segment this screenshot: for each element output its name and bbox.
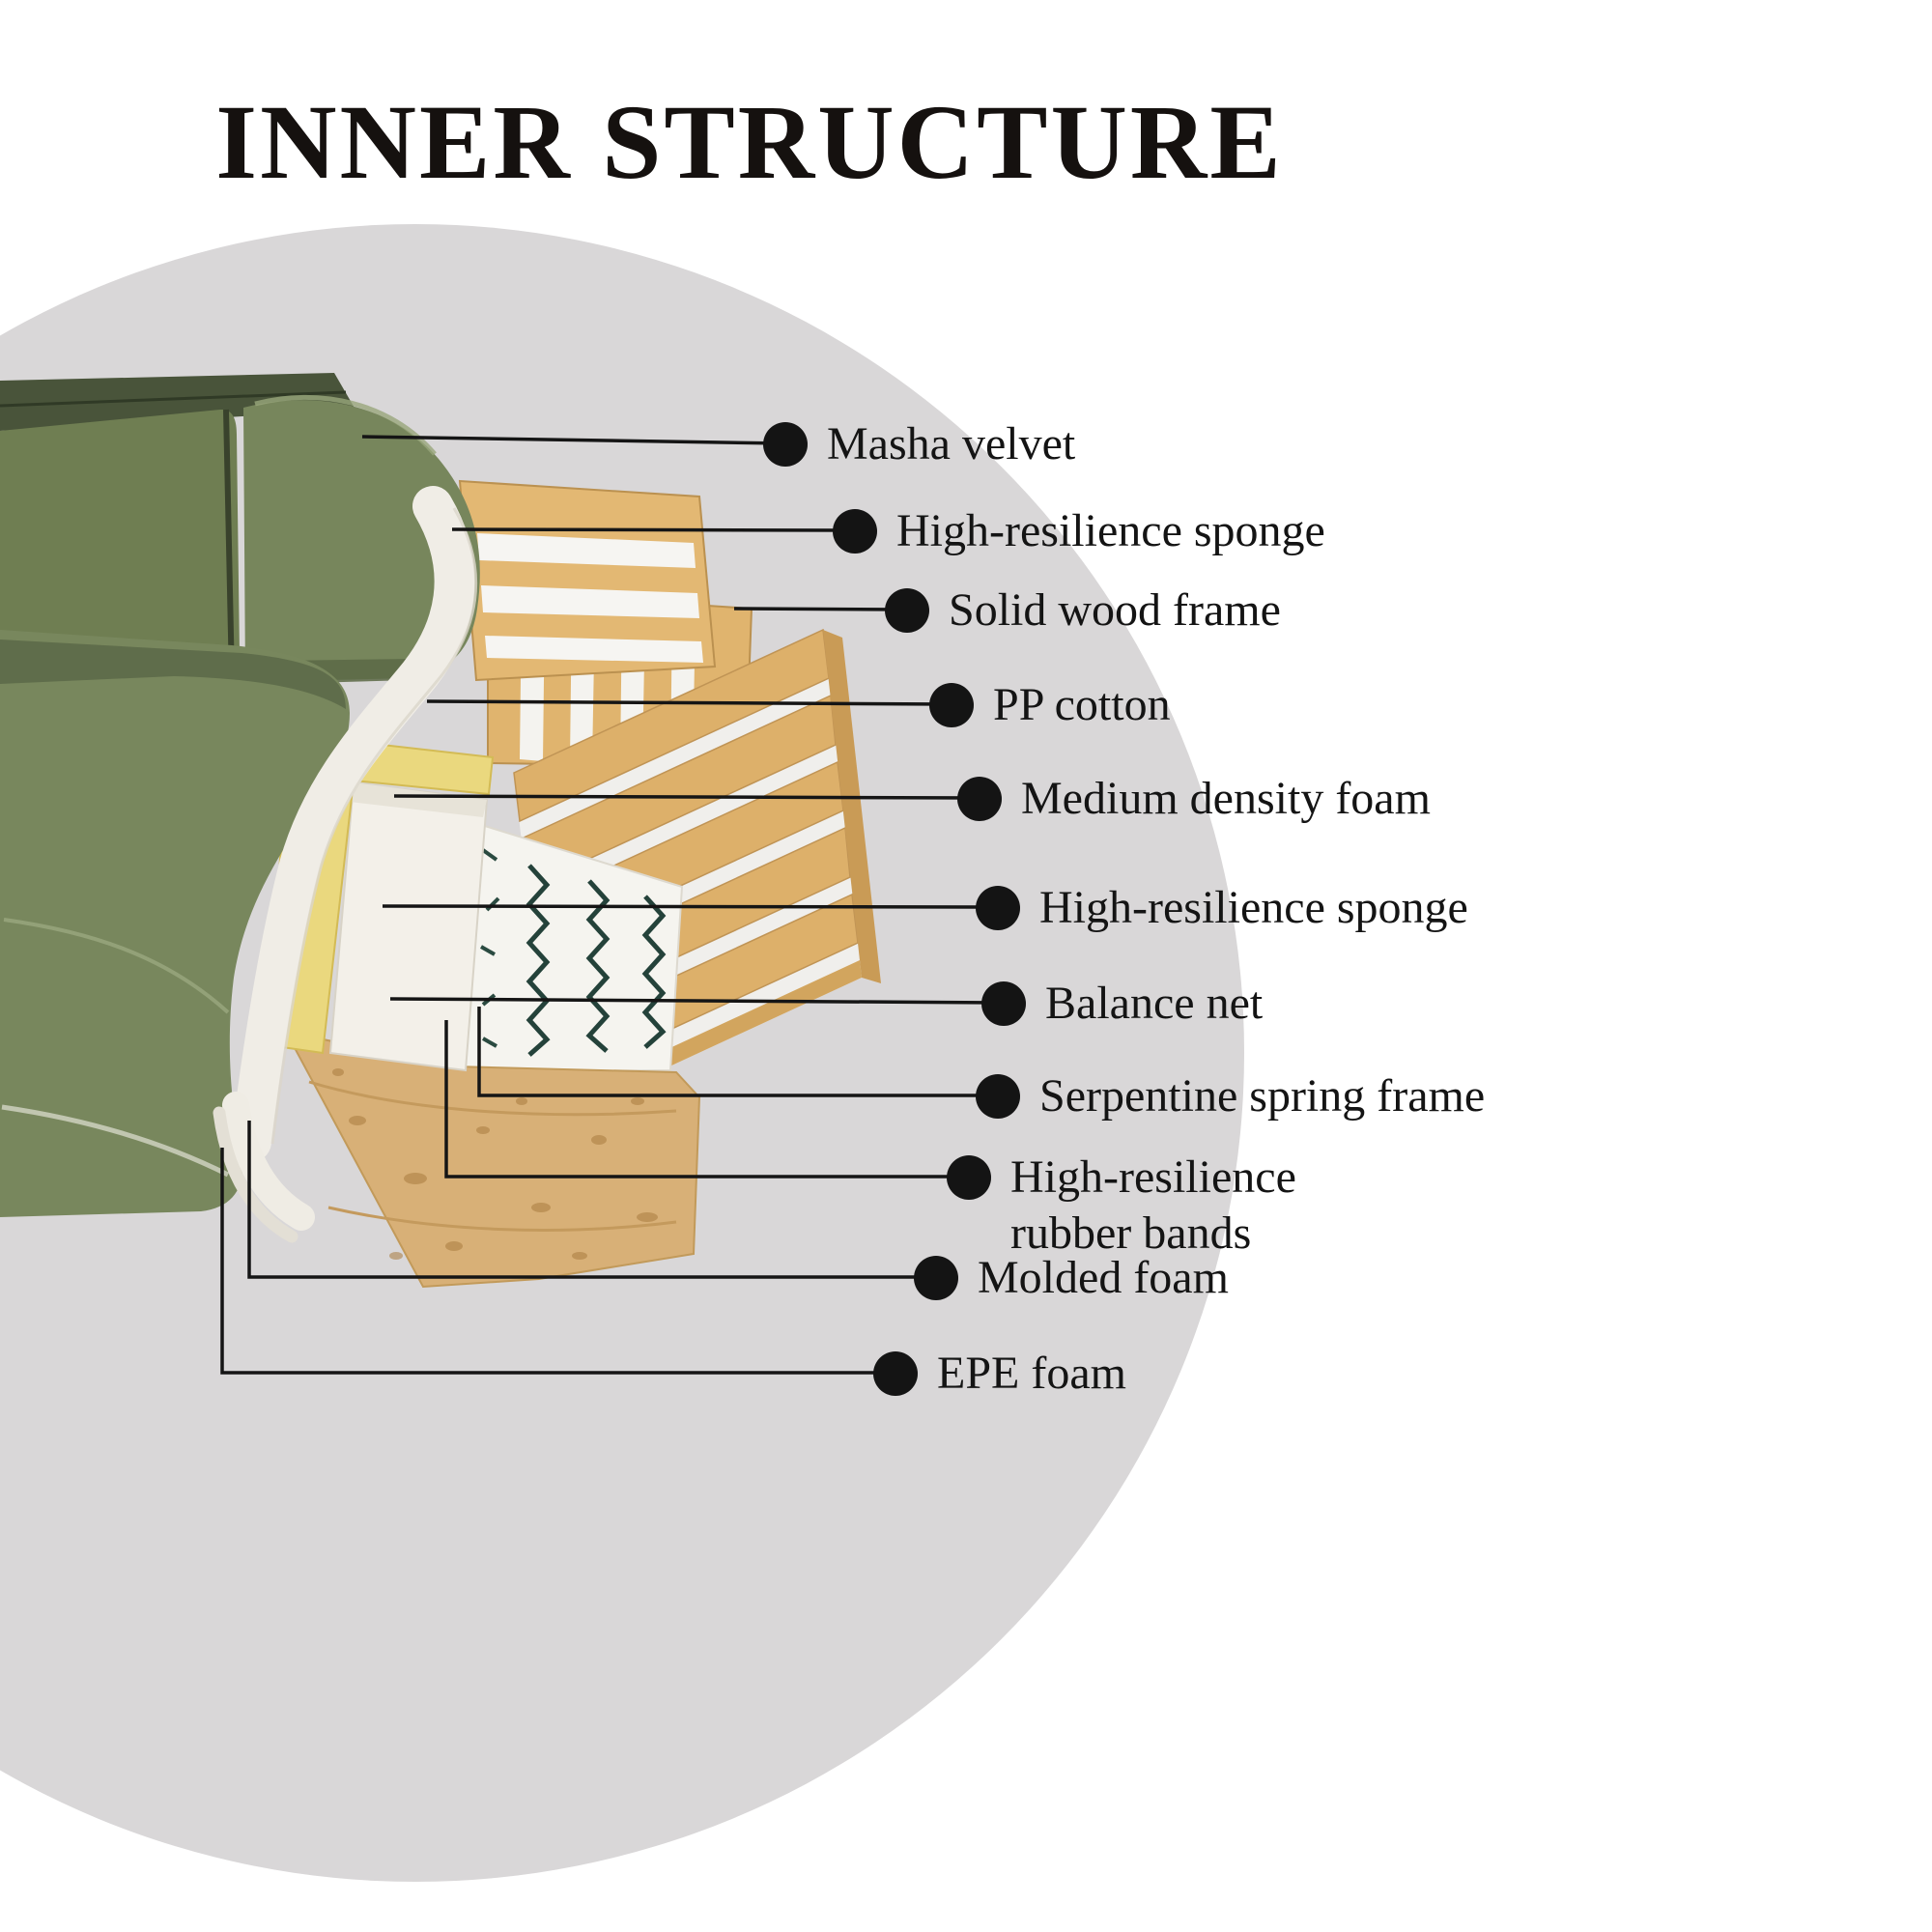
callout-label: Masha velvet (827, 418, 1076, 469)
page-title: INNER STRUCTURE (215, 83, 1284, 201)
callout-high-resilience-sponge-seat: High-resilience sponge (976, 880, 1468, 936)
callout-dot-icon (763, 422, 808, 467)
callout-label: EPE foam (937, 1348, 1126, 1399)
callout-dot-icon (873, 1351, 918, 1396)
callout-dot-icon (981, 981, 1026, 1026)
callout-epe-foam: EPE foam (873, 1346, 1126, 1402)
callout-dot-icon (957, 777, 1002, 821)
outer-sponge-band (231, 486, 478, 1162)
callout-label: Molded foam (978, 1252, 1229, 1303)
callout-dot-icon (947, 1155, 991, 1200)
callout-solid-wood-frame: Solid wood frame (885, 582, 1281, 639)
wood-knots (332, 1068, 658, 1260)
net-pattern-marks (480, 848, 500, 1048)
callout-dot-icon (929, 683, 974, 727)
callout-masha-velvet: Masha velvet (763, 416, 1075, 472)
callout-label: Solid wood frame (949, 584, 1281, 636)
callout-molded-foam: Molded foam (914, 1250, 1229, 1306)
callout-serpentine-spring-frame: Serpentine spring frame (976, 1068, 1485, 1124)
callout-balance-net: Balance net (981, 976, 1263, 1032)
callout-label: Balance net (1045, 978, 1264, 1029)
callout-label: Medium density foam (1021, 773, 1431, 824)
callout-pp-cotton: PP cotton (929, 677, 1171, 733)
callout-high-resilience-sponge-top: High-resilience sponge (833, 503, 1325, 559)
sofa-seat-cushion (0, 630, 350, 1217)
callout-high-resilience-rubber-bands: High-resilience rubber bands (947, 1150, 1397, 1262)
callout-dot-icon (976, 886, 1020, 930)
inner-sponge-block (328, 781, 489, 1072)
callout-label: PP cotton (993, 679, 1171, 730)
callout-lines (220, 435, 1004, 1375)
callout-dot-icon (885, 588, 929, 633)
callout-dot-icon (833, 509, 877, 554)
callout-dot-icon (914, 1256, 958, 1300)
callout-label: Serpentine spring frame (1039, 1070, 1486, 1122)
callout-label: High-resilience sponge (1039, 882, 1468, 933)
callout-label: High-resilience rubber bands (1010, 1151, 1296, 1259)
wood-frame-armrest (458, 479, 717, 682)
callout-dot-icon (976, 1074, 1020, 1119)
callout-label: High-resilience sponge (896, 505, 1325, 556)
callout-medium-density-foam: Medium density foam (957, 771, 1431, 827)
bottom-foam-bands (213, 1092, 315, 1243)
